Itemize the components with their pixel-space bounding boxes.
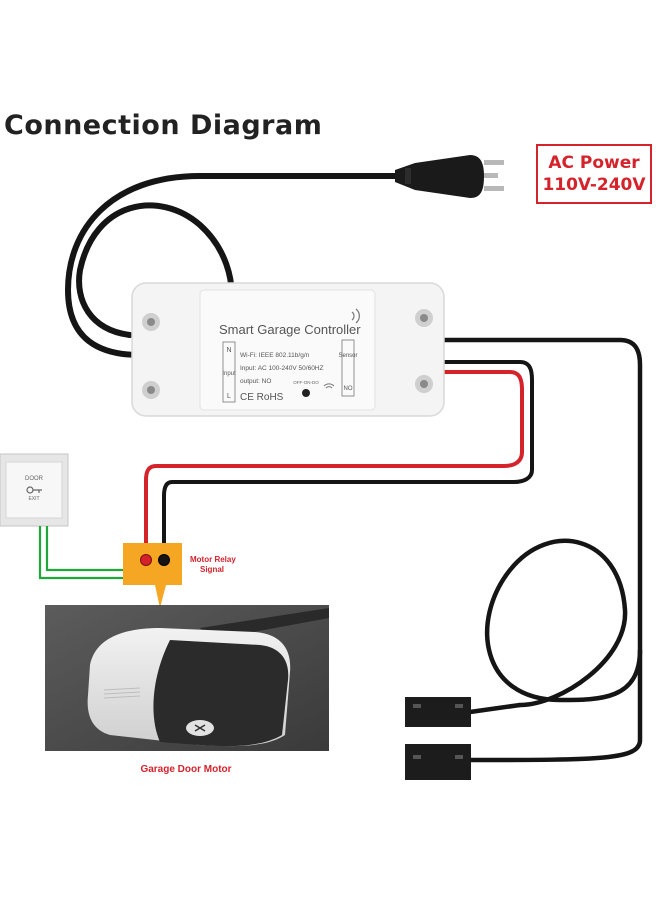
controller-title: Smart Garage Controller [219, 322, 361, 337]
door-exit-button: DOOR EXIT [0, 453, 69, 527]
relay-terminal-block [123, 543, 182, 608]
ac-plug-icon [395, 155, 504, 198]
input-port-label: N Input L [222, 341, 236, 403]
ac-power-line2: 110V-240V [542, 175, 646, 195]
smart-garage-controller: Smart Garage Controller Wi-Fi: IEEE 802.… [131, 282, 445, 417]
wifi-icon [351, 308, 360, 324]
switch-label: OFF-ON-DO [293, 380, 319, 385]
motor-caption: Garage Door Motor [140, 764, 231, 775]
garage-door-motor-image [45, 605, 329, 751]
toggle-switch [302, 389, 310, 397]
svg-text:L: L [227, 393, 231, 400]
controller-wifi-spec: Wi-Fi: IEEE 802.11b/g/n [240, 352, 310, 359]
svg-text:NO: NO [344, 386, 353, 392]
svg-text:N: N [226, 347, 231, 354]
controller-output-spec: output: NO [240, 378, 271, 385]
sensor-port-label: Sensor NO [338, 339, 358, 397]
svg-text:EXIT: EXIT [28, 496, 39, 502]
ac-power-label: AC Power 110V-240V [536, 144, 652, 204]
relay-label-line1: Motor Relay [190, 555, 236, 564]
page-title: Connection Diagram [4, 110, 323, 141]
relay-wires [144, 360, 534, 562]
relay-label-line2: Signal [200, 565, 224, 574]
magnetic-door-sensor [405, 697, 471, 780]
ac-power-line1: AC Power [548, 153, 640, 173]
svg-text:Input: Input [222, 371, 236, 377]
svg-text:Sensor: Sensor [338, 353, 357, 359]
controller-cert: CE RoHS [240, 392, 284, 403]
sensor-cable [437, 337, 643, 763]
controller-input-spec: Input: AC 100-240V 50/60HZ [240, 365, 324, 372]
key-icon [26, 486, 42, 494]
svg-text:DOOR: DOOR [25, 476, 44, 482]
wifi-small-icon [323, 383, 335, 389]
